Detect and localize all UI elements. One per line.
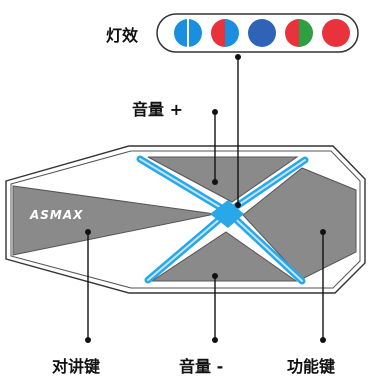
light-effect-dot xyxy=(174,19,202,47)
center-x-light xyxy=(136,155,309,285)
device-inner-outline xyxy=(10,150,361,289)
light-effect-dot xyxy=(285,19,313,47)
volume-up-label: 音量 + xyxy=(132,100,183,119)
leader-dots xyxy=(85,54,326,343)
intercom-key-panel[interactable] xyxy=(12,185,216,256)
light-effect-dot xyxy=(322,19,350,47)
leader-lines xyxy=(87,55,324,340)
intercom-key-label: 对讲键 xyxy=(52,357,100,376)
device-body: ASMAX xyxy=(5,145,366,294)
function-key-label: 功能键 xyxy=(287,357,335,376)
brand-logo: ASMAX xyxy=(29,208,83,222)
light-effect-label: 灯效 xyxy=(106,26,138,45)
light-effect-dot xyxy=(248,19,276,47)
volume-down-label: 音量 - xyxy=(179,357,223,376)
light-effect-dots xyxy=(174,19,350,47)
volume-down-panel[interactable] xyxy=(150,231,298,282)
center-light xyxy=(210,200,244,228)
light-effect-dot xyxy=(211,19,239,47)
volume-up-panel[interactable] xyxy=(147,156,299,203)
